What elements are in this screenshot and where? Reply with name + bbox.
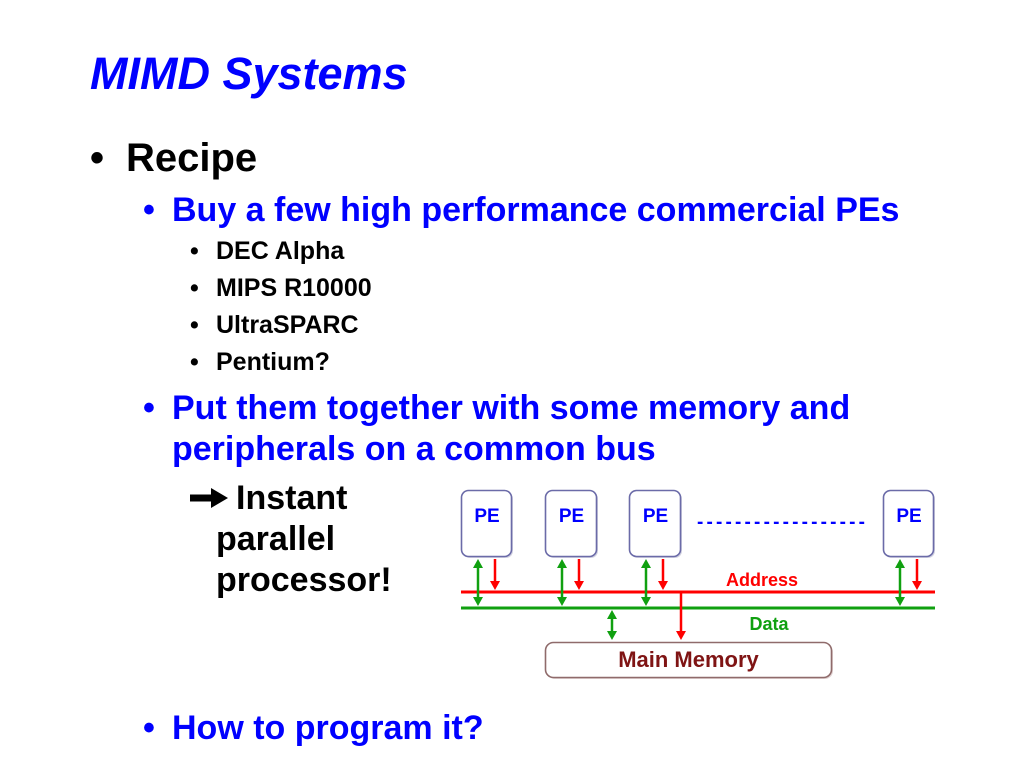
bullet-marker: •	[190, 348, 199, 376]
address-bus-label: Address	[726, 570, 798, 590]
bullet-marker: •	[143, 389, 155, 427]
pe-box	[460, 489, 513, 558]
memory-data-arrow	[607, 610, 617, 640]
right-arrow-icon	[190, 488, 228, 508]
pe-box	[882, 489, 935, 558]
shared-bus-diagram: PE PE PE ------------------ PE Address D…	[460, 489, 935, 679]
pe-label: PE	[643, 506, 668, 527]
main-memory-node: Main Memory	[544, 641, 833, 679]
program-question-point: How to program it?	[172, 709, 484, 747]
pe-node: PE	[882, 489, 935, 558]
pe-label: PE	[474, 506, 499, 527]
bullet-marker: •	[190, 237, 199, 265]
buy-pes-point: Buy a few high performance commercial PE…	[172, 191, 900, 229]
pe-address-arrow	[912, 559, 922, 590]
bullet-marker: •	[190, 274, 199, 302]
result-line: parallel	[216, 520, 336, 558]
bullet-marker: •	[190, 311, 199, 339]
pe-data-arrow	[473, 559, 483, 606]
processor-item: DEC Alpha	[216, 237, 345, 265]
pe-label: PE	[559, 506, 584, 527]
pe-data-arrow	[557, 559, 567, 606]
combine-point-line: Put them together with some memory and	[172, 389, 851, 427]
result-line: processor!	[216, 561, 392, 599]
slide-title: MIMD Systems	[90, 48, 408, 99]
memory-address-arrow	[676, 592, 686, 640]
pe-data-arrow	[641, 559, 651, 606]
recipe-heading: Recipe	[126, 136, 258, 180]
processor-item: UltraSPARC	[216, 311, 359, 339]
memory-box	[544, 641, 833, 679]
bullet-marker: •	[90, 136, 105, 180]
processor-item: Pentium?	[216, 348, 330, 376]
data-bus-label: Data	[749, 614, 789, 634]
ellipsis-dashes: ------------------	[697, 512, 865, 533]
pe-address-arrow	[658, 559, 668, 590]
pe-address-arrow	[574, 559, 584, 590]
pe-node: PE	[460, 489, 513, 558]
combine-point-line: peripherals on a common bus	[172, 430, 656, 468]
bullet-marker: •	[143, 191, 155, 229]
pe-label: PE	[896, 506, 921, 527]
memory-label: Main Memory	[618, 647, 759, 672]
result-line: Instant	[236, 479, 348, 517]
pe-node: PE	[544, 489, 598, 558]
pe-data-arrow	[895, 559, 905, 606]
bullet-marker: •	[143, 709, 155, 747]
pe-box	[628, 489, 682, 558]
processor-item: MIPS R10000	[216, 274, 372, 302]
pe-node: PE	[628, 489, 682, 558]
pe-box	[544, 489, 598, 558]
pe-address-arrow	[490, 559, 500, 590]
